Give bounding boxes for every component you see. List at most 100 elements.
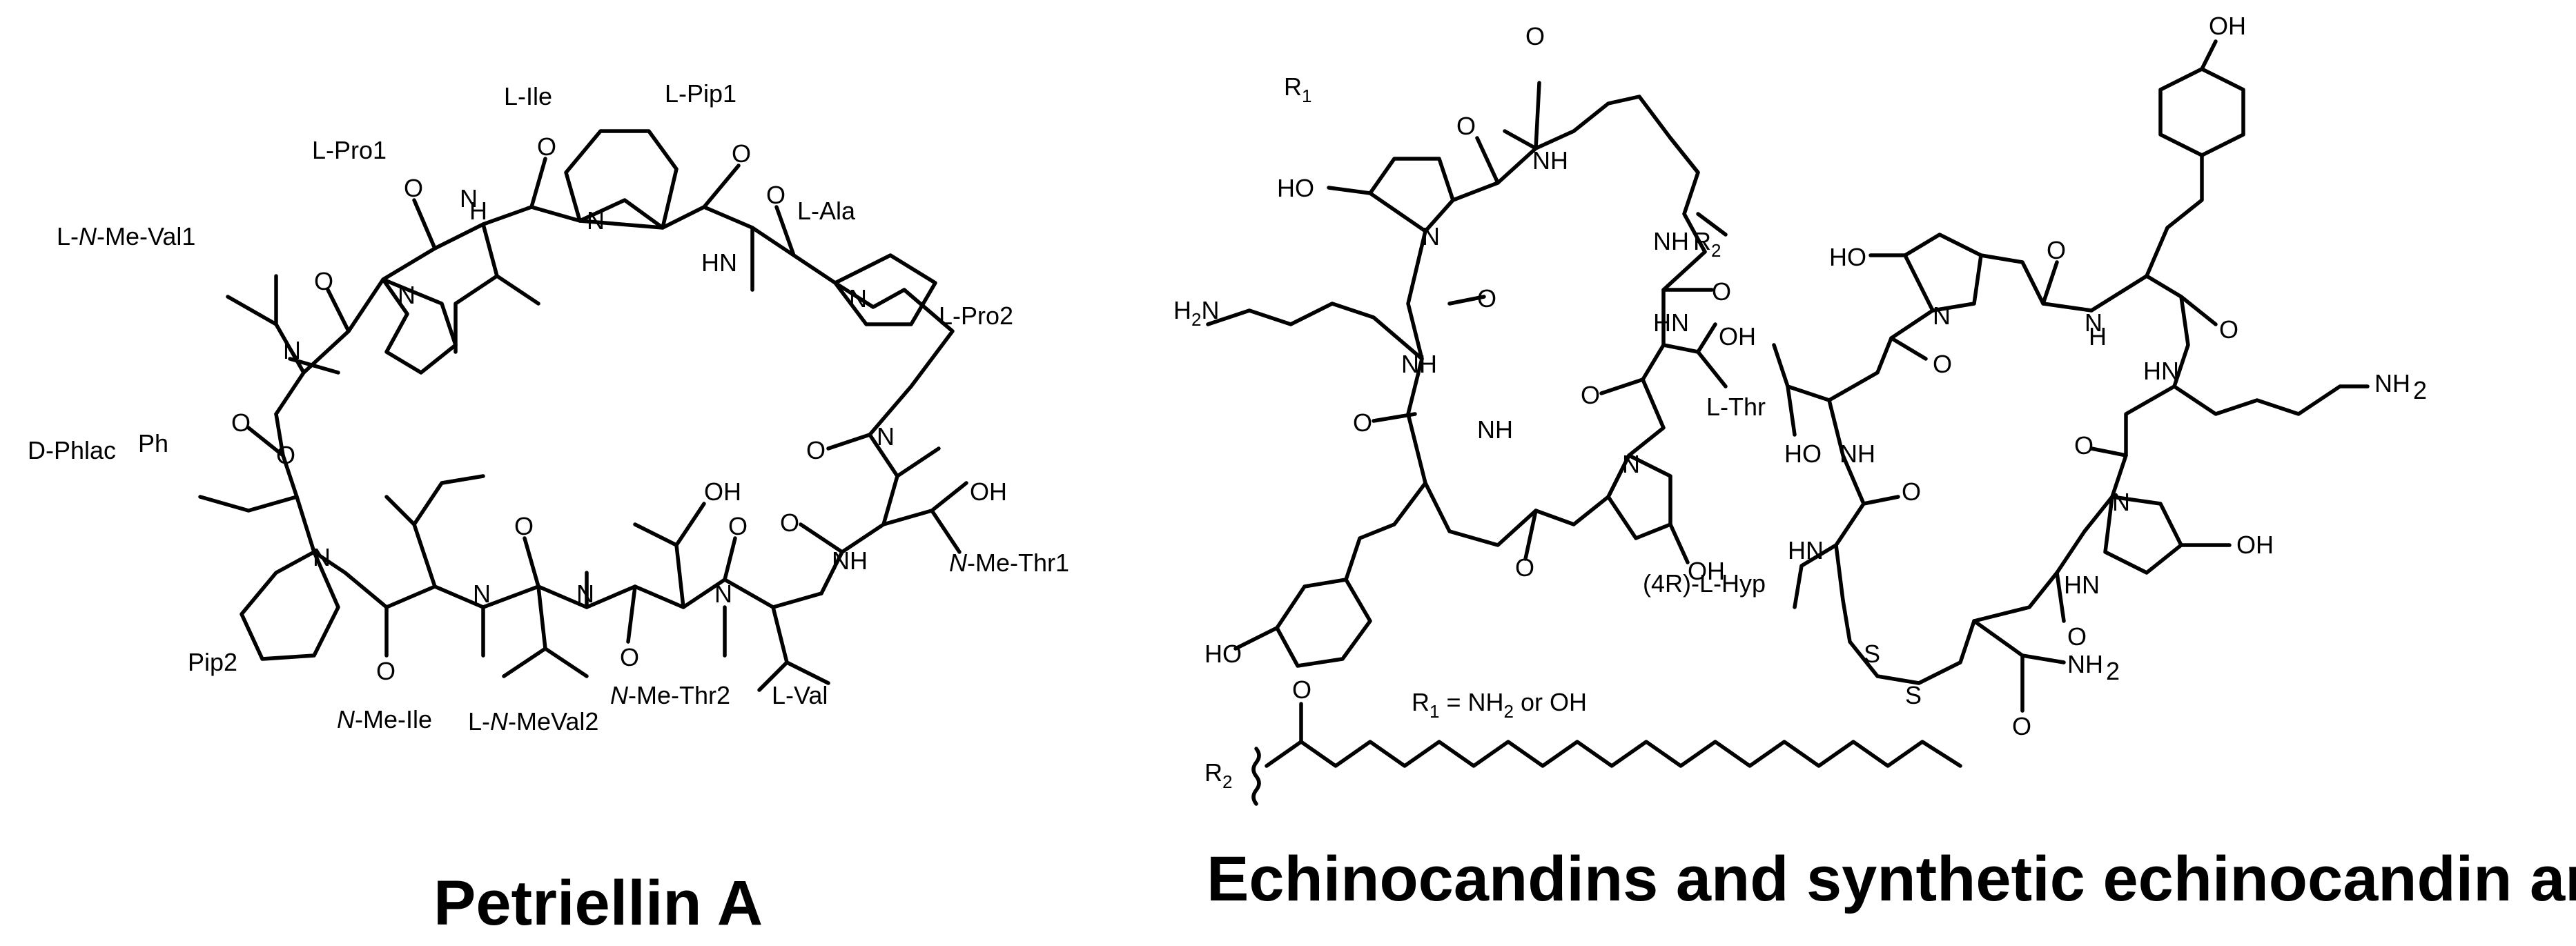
atom-n-val2: N: [576, 580, 594, 608]
label-r1: R1: [1284, 72, 1311, 106]
atom-o-12: O: [231, 408, 251, 437]
analog-nme: [1793, 543, 1838, 609]
label-h2n: H2N: [1173, 296, 1219, 330]
hyp-oh-bond: [1327, 186, 1372, 195]
carbonyl-10: [523, 536, 540, 589]
atom-o-5: O: [766, 181, 786, 209]
analog-o-5: O: [1902, 477, 1921, 506]
label-nmethr1: N-Me-Thr1: [949, 549, 1069, 577]
carbonyl-8: [723, 536, 737, 582]
atom-o-8: O: [728, 512, 748, 540]
analog-thr-sidechain: [1772, 343, 1831, 402]
atom-o-ester: O: [276, 441, 295, 469]
analog-backbone-left: [1827, 308, 1935, 602]
atom-hn: HN: [701, 248, 737, 277]
analog-co-7: [1889, 336, 1928, 361]
pro2-ring: [833, 253, 937, 326]
atom-n-pip2: N: [313, 543, 331, 571]
echinocandin-structure: O O NH HO N O NH O NH O HN OH O N O OH H…: [1173, 22, 1962, 806]
atom-oh-thr2: OH: [704, 477, 741, 506]
analog-o-1: O: [2047, 236, 2066, 264]
analog-o-3: O: [1933, 350, 1952, 378]
echino-o-1: O: [1456, 112, 1476, 140]
ile-sidechain: [481, 222, 540, 306]
phenol-oh-bond-2: [2200, 39, 2218, 71]
petriellin-backbone-left: [274, 412, 316, 554]
carbonyl-2: [412, 198, 437, 250]
carbonyl-7: [799, 522, 844, 554]
echino-co-7: [1523, 509, 1538, 561]
atom-n-pro1: N: [398, 281, 416, 309]
label-hyp: (4R)-L-Hyp: [1643, 569, 1766, 598]
analog-nh2-2: NH: [2067, 650, 2103, 678]
atom-nh-1: H: [469, 197, 487, 225]
analog-o-6: O: [2067, 622, 2087, 651]
echino-n-2: N: [1622, 450, 1640, 478]
atom-o-3: O: [537, 132, 556, 161]
echino-co-2: [1534, 81, 1541, 150]
analog-co-2: [2179, 295, 2218, 326]
atom-nh-val: NH: [832, 546, 868, 575]
echino-co-5: [1372, 412, 1417, 423]
hyp-ring-top: [1368, 157, 1455, 233]
label-d-phlac: D-Phlac: [28, 436, 116, 464]
echino-co-4: [1447, 295, 1486, 306]
echino-oh-2: OH: [1688, 557, 1725, 585]
analog-nh2-sub: 2: [2413, 376, 2427, 404]
phenol-ring-2: [2158, 67, 2245, 157]
nme-val1: [288, 357, 340, 375]
analog-s-2: S: [1905, 681, 1922, 709]
label-l-pro1: L-Pro1: [312, 136, 387, 164]
echino-co-1: [1475, 136, 1500, 185]
title-echinocandins: Echinocandins and synthetic echinocandin…: [1207, 844, 2576, 914]
echino-ho-phenol: HO: [1204, 640, 1242, 668]
pip1-ring: [564, 129, 679, 230]
echino-o-2: O: [1477, 284, 1496, 313]
label-r2-definition: R2: [1204, 758, 1232, 792]
echino-nh-2: NH: [1401, 350, 1437, 378]
analog-o-2: O: [2219, 315, 2238, 344]
echino-o-6: O: [1515, 553, 1534, 582]
hty-chain: [1344, 481, 1427, 582]
echino-backbone-left: [1451, 95, 1707, 254]
val2-methyl: [543, 647, 589, 678]
label-l-pro2: L-Pro2: [939, 302, 1013, 330]
analog-hyp-ring-2: [2103, 495, 2183, 575]
atom-o-9: O: [620, 643, 639, 671]
ile2-sidechain: [412, 474, 485, 589]
carbonyl-9: [626, 584, 637, 644]
synthetic-analog-structure: OH HO O N N H O O HN NH 2 HO NH O N OH O…: [1772, 12, 2427, 740]
ile-ethyl: [453, 274, 499, 354]
label-lnmeval2: L-N-MeVal2: [468, 707, 598, 736]
analog-ho-2: HO: [1784, 440, 1822, 468]
analog-hty-chain: [2145, 153, 2204, 278]
label-pip2: Pip2: [188, 648, 237, 676]
carbonyl-5: [774, 205, 796, 257]
label-l-ile: L-Ile: [504, 82, 552, 110]
phlac-sidechain: [198, 495, 299, 513]
analog-nh2-1: NH: [2374, 369, 2410, 397]
analog-co-6: [1862, 495, 1900, 506]
alkene-bond: [1668, 136, 1700, 175]
analog-o-7: O: [2012, 712, 2031, 740]
phenol-ring-1: [1275, 578, 1372, 668]
thr2-sidechain: [674, 502, 706, 609]
petriellin-backbone-top: [274, 198, 906, 416]
label-ph: Ph: [138, 429, 168, 457]
thr-sidechain: [1661, 343, 1728, 388]
atom-n-thr1: N: [877, 422, 895, 451]
analog-oh-2: OH: [2236, 531, 2274, 559]
label-r1-definition: R1 = NH2 or OH: [1412, 688, 1587, 722]
analog-backbone-top: [1979, 253, 2190, 388]
echino-o-top: O: [1525, 22, 1545, 50]
label-l-thr: L-Thr: [1706, 393, 1766, 421]
analog-cys-chain: [1841, 598, 1976, 685]
label-l-pip1: L-Pip1: [665, 79, 736, 108]
echino-co-6: [1599, 377, 1645, 395]
r2-o-atom: O: [1292, 676, 1311, 704]
analog-o-4: O: [2074, 431, 2094, 460]
label-nmethr2: N-Me-Thr2: [610, 681, 730, 709]
hyp-ring-bottom: [1606, 453, 1672, 540]
label-l-val: L-Val: [772, 681, 828, 709]
